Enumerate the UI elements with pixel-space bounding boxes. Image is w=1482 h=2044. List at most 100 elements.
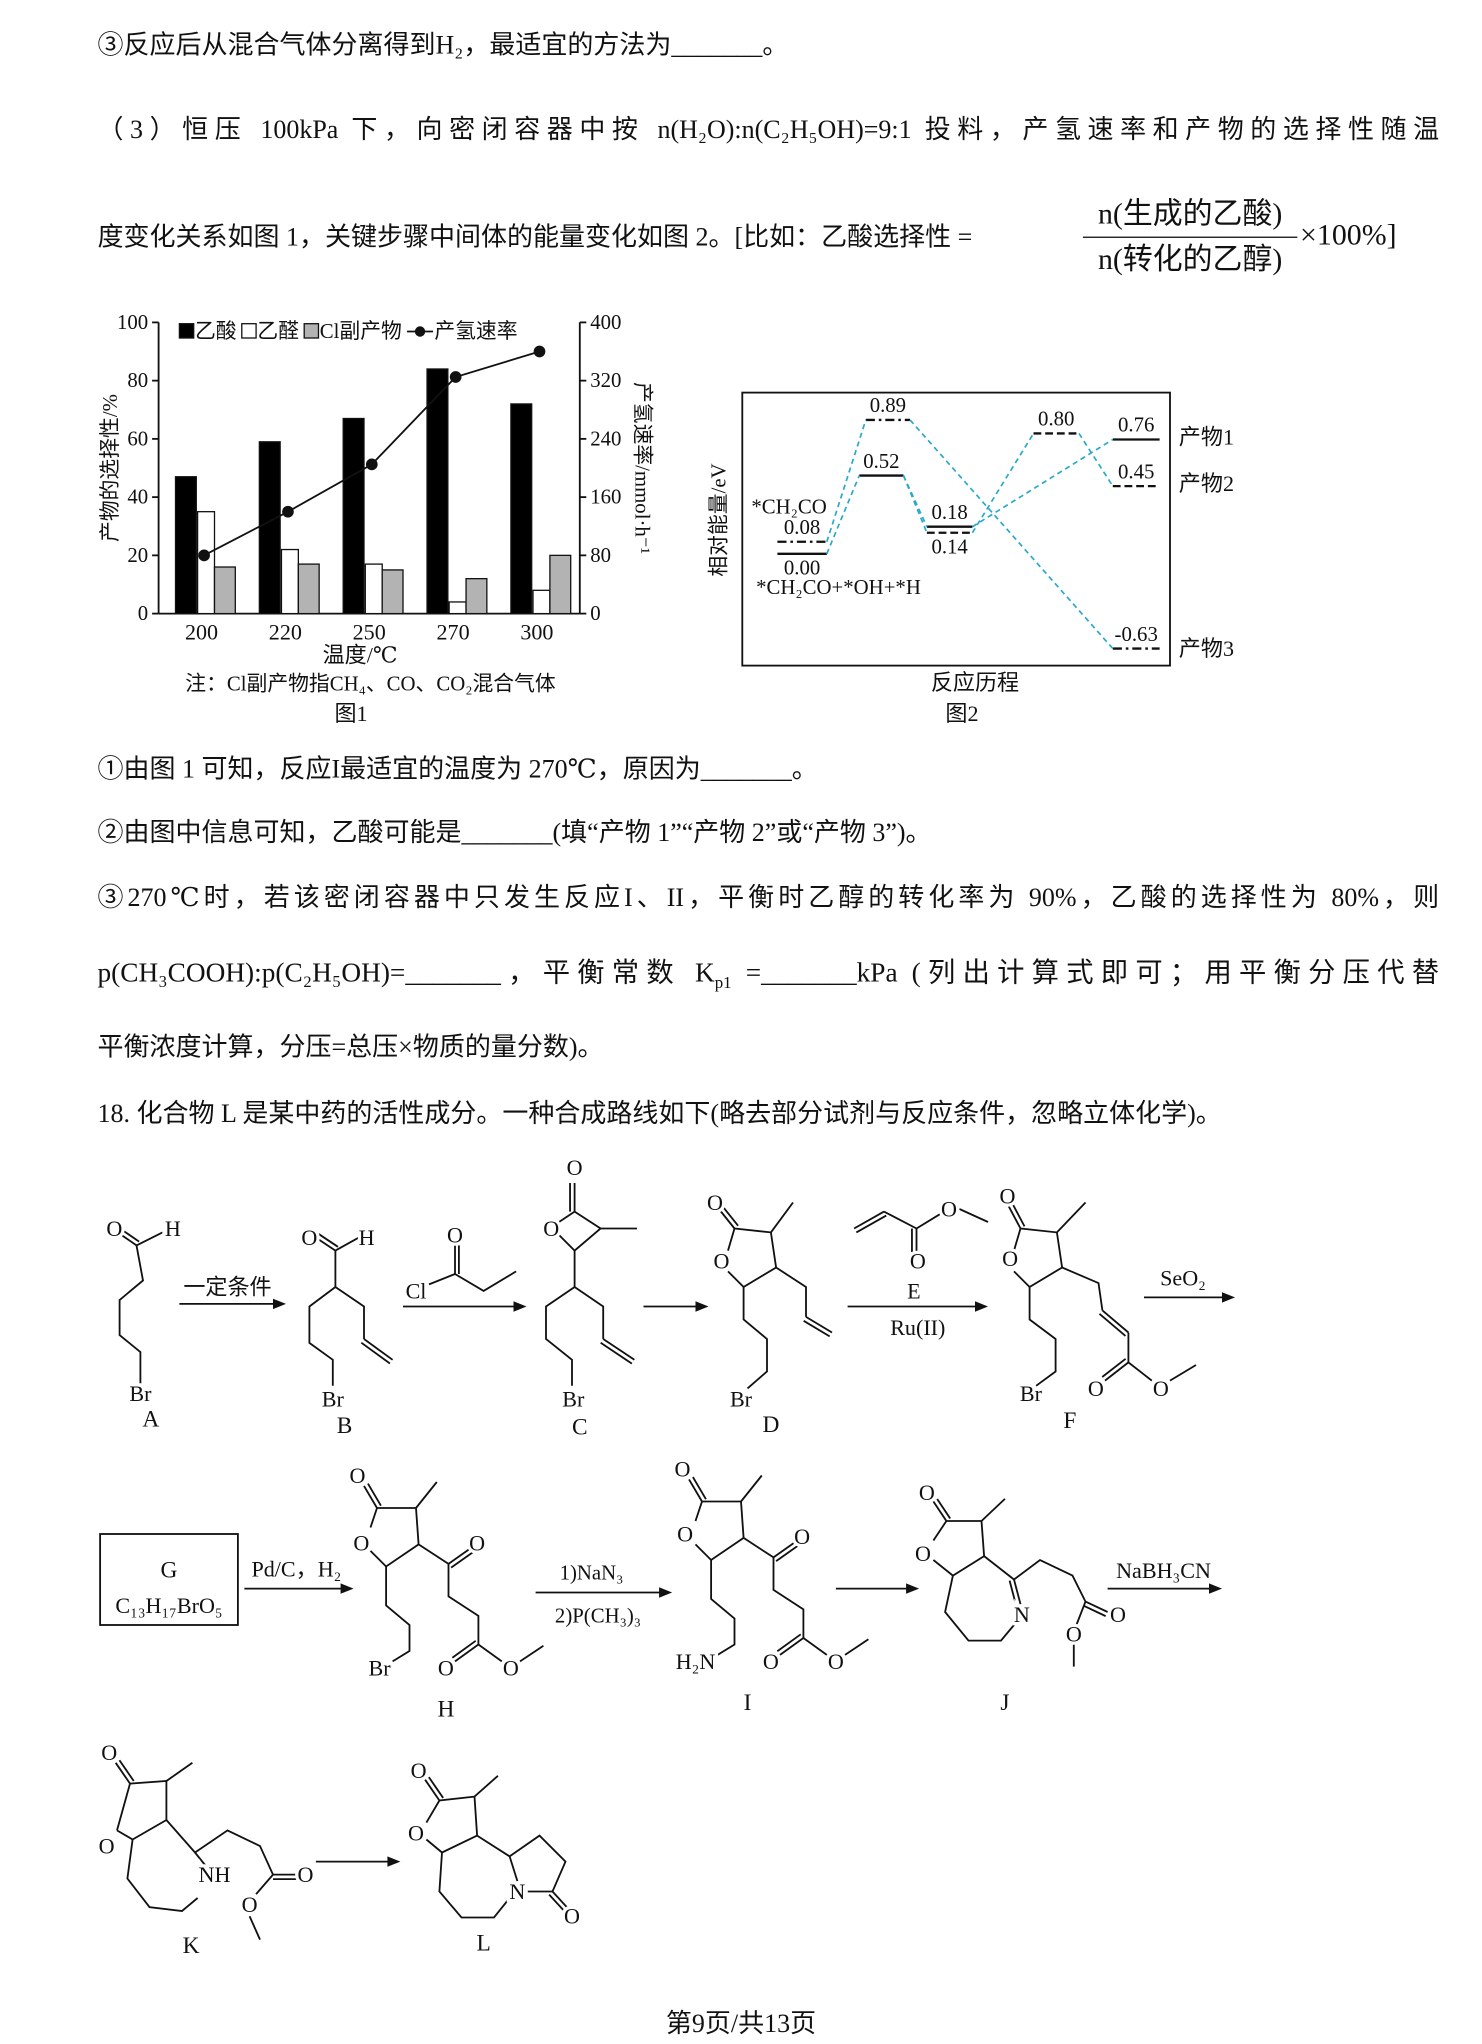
rate-point bbox=[365, 458, 378, 471]
product-label: 产物3 bbox=[1179, 636, 1234, 661]
product-label: 产物2 bbox=[1179, 471, 1234, 496]
selectivity-formula: n(生成的乙酸) n(转化的乙醇) bbox=[1082, 195, 1298, 280]
y-axis-label: 产物的选择性/% bbox=[99, 394, 122, 542]
atom-label-A: O bbox=[106, 1216, 122, 1241]
reaction-arrow-head bbox=[659, 1587, 673, 1598]
atom-label-D: Br bbox=[730, 1386, 753, 1411]
atom-label-L: O bbox=[411, 1758, 427, 1783]
left-tick-label: 80 bbox=[127, 369, 148, 392]
atom-label-I: O bbox=[677, 1522, 693, 1547]
atom-label-L: O bbox=[408, 1820, 424, 1845]
lactone-ring bbox=[116, 1780, 168, 1841]
atom-label-K: NH bbox=[199, 1862, 231, 1887]
legend-label: 乙醛 bbox=[257, 320, 299, 343]
reaction-arrow-head bbox=[1222, 1292, 1235, 1303]
energy-diagram-frame bbox=[741, 391, 1171, 667]
imine-bond bbox=[1013, 1579, 1022, 1605]
reaction-arrow-head bbox=[340, 1583, 354, 1594]
x-axis-label: 温度/℃ bbox=[323, 643, 398, 668]
acrylate-bond bbox=[883, 1210, 917, 1230]
arrow-label: Ru(II) bbox=[890, 1315, 945, 1340]
lactone-ring bbox=[425, 1795, 479, 1854]
bar-乙酸 bbox=[174, 476, 197, 615]
atom-label-K: O bbox=[101, 1740, 117, 1765]
sub-question-1: ①由图 1 可知，反应I最适宜的温度为 270℃，原因为_______。 bbox=[97, 755, 818, 784]
carbonyl-bond bbox=[119, 1232, 138, 1247]
atom-label-F: O bbox=[1002, 1246, 1018, 1271]
ester-carbonyl-second bbox=[1083, 1604, 1107, 1617]
energy-value-label: 0.80 bbox=[1038, 408, 1074, 431]
acyl-c-cl bbox=[428, 1273, 456, 1286]
left-tick-label: 0 bbox=[138, 602, 148, 625]
ring-bond bbox=[983, 1555, 1015, 1581]
atom-label-B: Br bbox=[322, 1386, 345, 1411]
chain-2 bbox=[772, 1557, 805, 1638]
acrylate-methyl bbox=[959, 1208, 989, 1223]
allyl bbox=[334, 1286, 365, 1339]
bar-乙酸 bbox=[426, 368, 449, 615]
methyl-ester bbox=[519, 1645, 544, 1663]
atom-label-C: Br bbox=[562, 1386, 585, 1411]
atom-label-K: O bbox=[298, 1862, 314, 1887]
atom-label-A: Br bbox=[129, 1381, 152, 1406]
atom-label-B: H bbox=[359, 1225, 375, 1250]
carbonyl-bond bbox=[688, 1478, 703, 1502]
side-chain bbox=[194, 1829, 274, 1875]
ketone-bond-second bbox=[775, 1544, 799, 1562]
bar-乙酸 bbox=[342, 417, 365, 615]
bar-乙醛 bbox=[448, 601, 467, 615]
x-tick-label: 220 bbox=[269, 619, 302, 644]
x-tick-label: 200 bbox=[185, 619, 218, 644]
compound-label-K: K bbox=[183, 1933, 200, 1959]
ketone-link bbox=[743, 1537, 774, 1559]
bar-Cl副产物 bbox=[297, 563, 320, 615]
lactone-ring bbox=[932, 1520, 986, 1577]
right-tick-label: 160 bbox=[590, 486, 621, 509]
right-tick-label: 240 bbox=[590, 427, 621, 450]
ester-o bbox=[802, 1637, 828, 1656]
ester-carbonyl-second bbox=[776, 1633, 802, 1652]
legend-swatch bbox=[178, 323, 195, 339]
energy-path bbox=[909, 419, 1114, 650]
energy-value-label: -0.63 bbox=[1115, 623, 1158, 646]
alkene-bond-second bbox=[600, 1342, 633, 1365]
pyrrolidinone-ring bbox=[509, 1834, 567, 1893]
acyl-ethyl bbox=[454, 1270, 517, 1292]
chain bbox=[545, 1250, 576, 1386]
carbonyl-bond-second bbox=[121, 1229, 140, 1243]
methyl-ester bbox=[844, 1638, 869, 1656]
ester-carbonyl-second bbox=[451, 1640, 477, 1659]
chain bbox=[1028, 1286, 1057, 1387]
carbonyl-bond-second bbox=[692, 1476, 707, 1500]
energy-path bbox=[902, 475, 928, 534]
atom-label-reagent: O bbox=[447, 1223, 463, 1248]
pressure-ratio-text: p(CH₃COOH):p(C₂H₅OH)=_______，平衡常数 K bbox=[97, 956, 715, 988]
carbonyl-bond-second bbox=[936, 1498, 951, 1519]
right-tick-label: 0 bbox=[590, 602, 600, 625]
arrow-label: 一定条件 bbox=[183, 1275, 271, 1300]
lactone-ring bbox=[694, 1500, 745, 1562]
methyl-ester bbox=[1169, 1364, 1197, 1382]
atom-label-H: O bbox=[469, 1531, 485, 1556]
lactone-ring bbox=[727, 1227, 778, 1289]
carbonyl-bond-second bbox=[428, 1776, 444, 1799]
compound-label-J: J bbox=[1000, 1690, 1009, 1716]
right-tick-label: 400 bbox=[590, 311, 621, 334]
atom-label-J: O bbox=[1066, 1622, 1082, 1647]
chain bbox=[308, 1250, 337, 1386]
bar-乙醛 bbox=[364, 563, 383, 615]
chain bbox=[385, 1566, 411, 1663]
atom-label-J: O bbox=[915, 1541, 931, 1566]
atom-label-F: O bbox=[1000, 1184, 1016, 1209]
atom-label-J: O bbox=[1110, 1602, 1126, 1627]
acrylate-alkene-second bbox=[855, 1214, 887, 1234]
ring-bond bbox=[476, 1834, 519, 1882]
y-axis-label: 相对能量/eV bbox=[707, 463, 730, 576]
left-tick-label: 20 bbox=[127, 544, 148, 567]
atom-label-H: O bbox=[438, 1655, 454, 1680]
alkene-bond bbox=[602, 1338, 635, 1361]
chain bbox=[710, 1559, 736, 1656]
energy-value-label: 0.14 bbox=[931, 536, 968, 559]
ester-o bbox=[477, 1643, 503, 1663]
